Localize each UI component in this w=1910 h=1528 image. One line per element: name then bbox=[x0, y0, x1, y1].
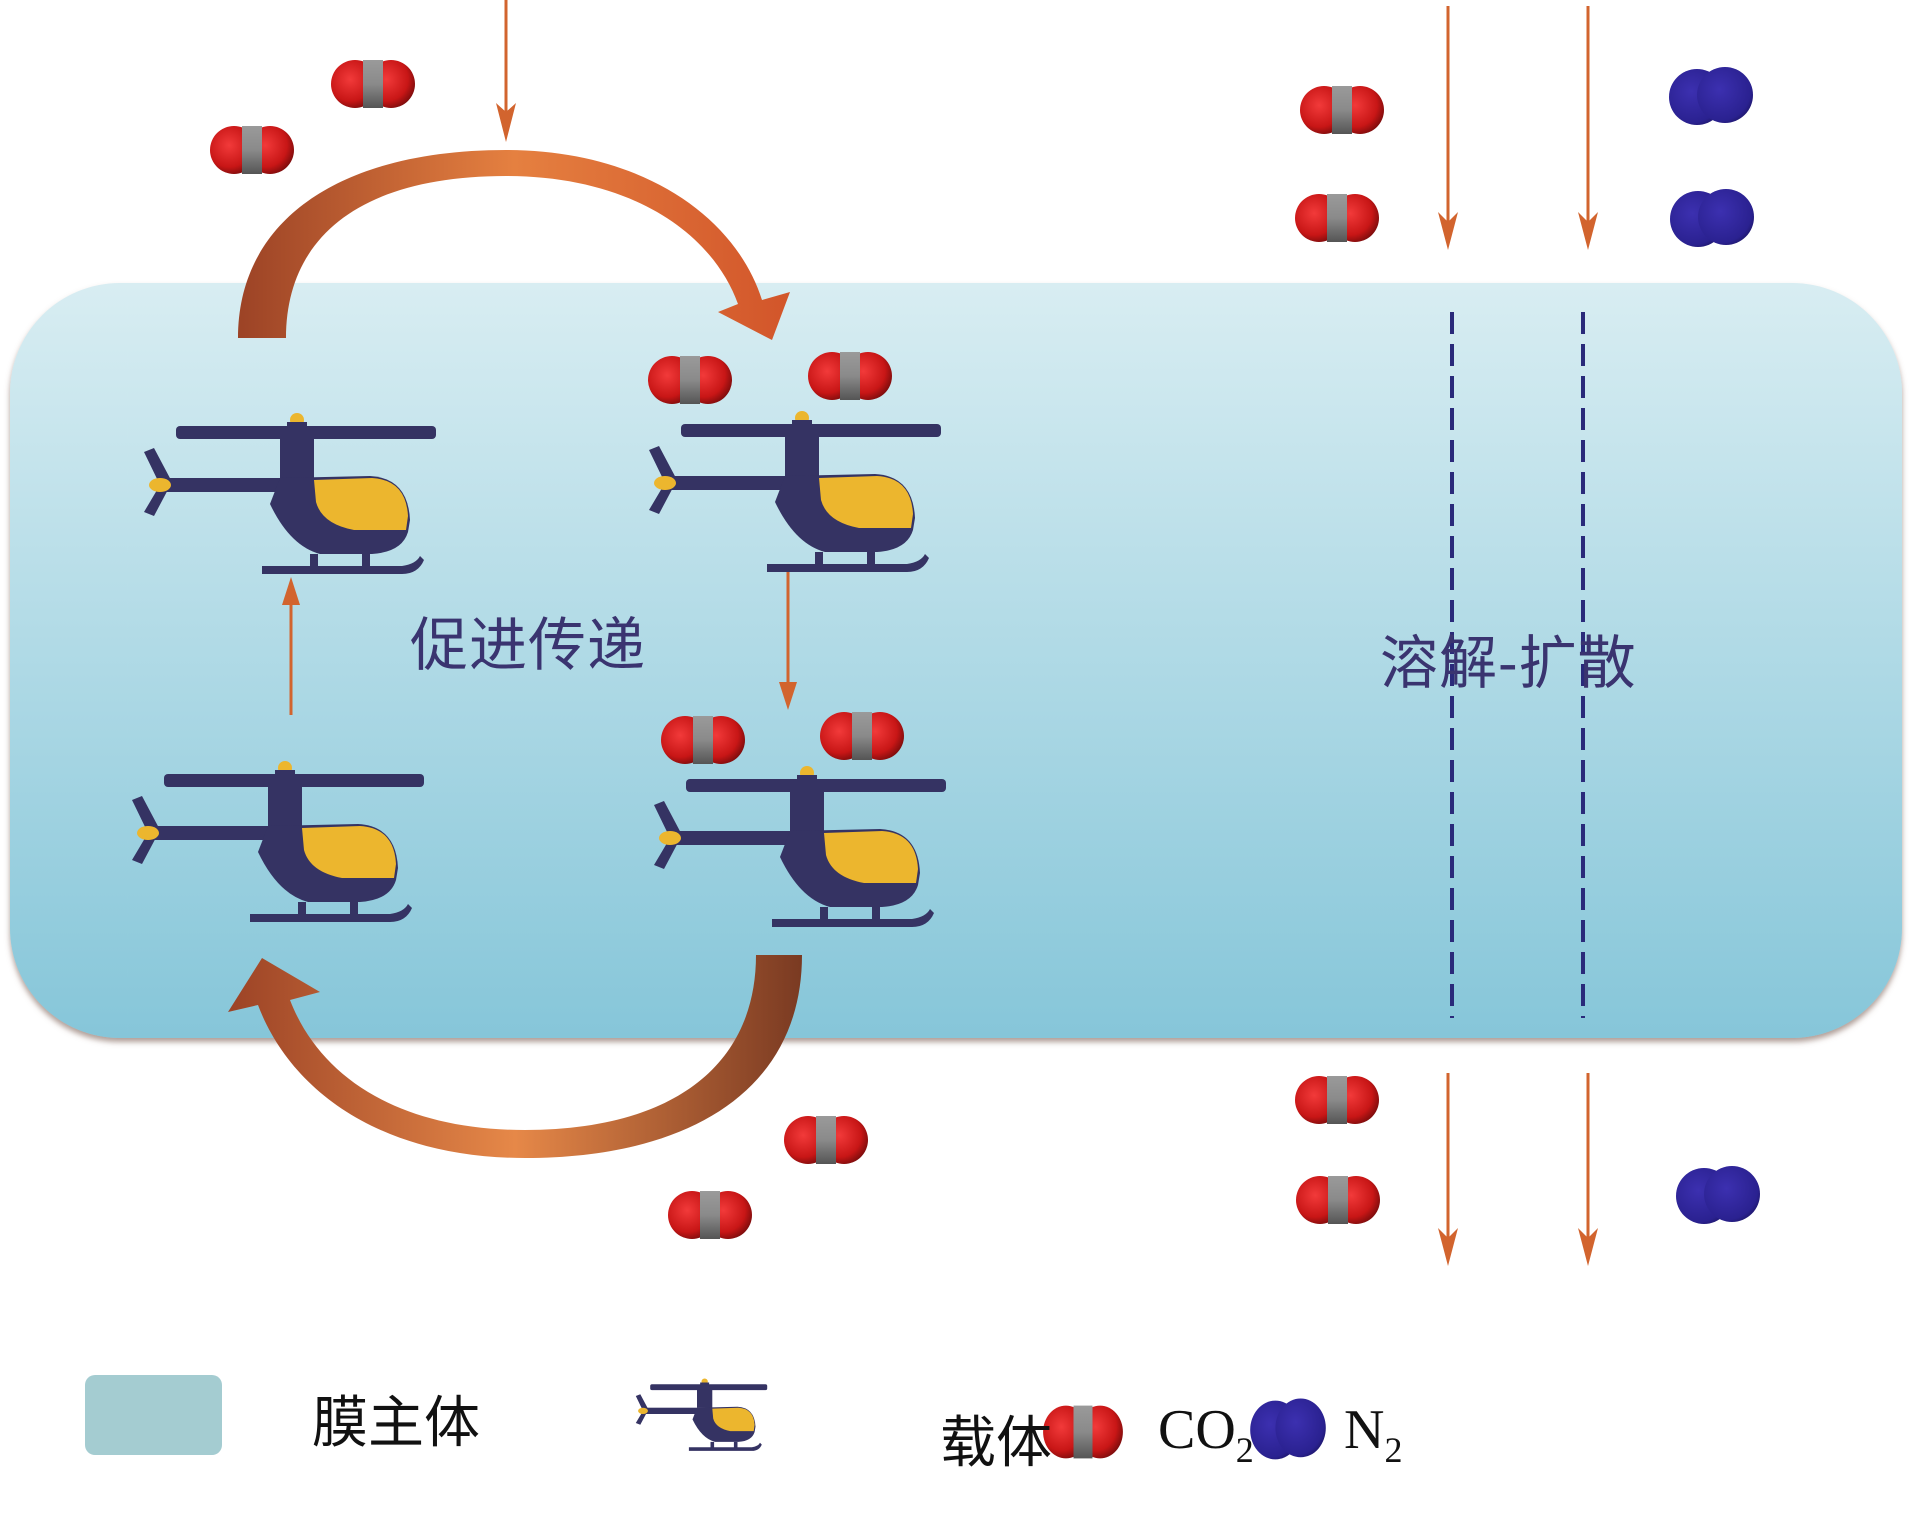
legend-helicopter-icon bbox=[635, 1378, 768, 1451]
cycle-arc-bottom bbox=[228, 955, 802, 1158]
n2-molecule-icon bbox=[1670, 189, 1754, 247]
feed-arrow-n2 bbox=[1578, 6, 1598, 250]
legend-co2-label: CO2 bbox=[1158, 1398, 1254, 1471]
co2-molecule-icon bbox=[1295, 1076, 1379, 1124]
arrow-down-right bbox=[779, 570, 797, 710]
legend-n2-label: N2 bbox=[1344, 1398, 1402, 1471]
n2-subscript: 2 bbox=[1384, 1430, 1403, 1470]
co2-molecule-icon bbox=[210, 126, 294, 174]
permeate-arrow-n2 bbox=[1578, 1073, 1598, 1266]
co2-molecule-icon bbox=[661, 716, 745, 764]
n2-formula: N bbox=[1344, 1399, 1385, 1461]
co2-subscript: 2 bbox=[1235, 1430, 1254, 1470]
co2-molecule-icon bbox=[820, 712, 904, 760]
co2-molecule-icon bbox=[668, 1191, 752, 1239]
solution-diffusion-label: 溶解-扩散 bbox=[1380, 629, 1637, 697]
n2-molecule-icon bbox=[1669, 67, 1753, 125]
legend-carrier-label: 载体 bbox=[940, 1411, 1052, 1476]
co2-molecule-icon bbox=[1295, 194, 1379, 242]
co2-formula: CO bbox=[1158, 1399, 1236, 1461]
co2-molecule-icon bbox=[331, 60, 415, 108]
co2-molecule-icon bbox=[784, 1116, 868, 1164]
n2-molecule-icon bbox=[1676, 1166, 1760, 1224]
co2-molecule-icon bbox=[1296, 1176, 1380, 1224]
co2-molecule-icon bbox=[648, 356, 732, 404]
legend-membrane-label: 膜主体 bbox=[312, 1391, 480, 1456]
legend-membrane-swatch bbox=[85, 1375, 222, 1455]
feed-arrow-co2 bbox=[1438, 6, 1458, 250]
legend-co2-icon bbox=[1043, 1405, 1123, 1459]
cycle-arc-top bbox=[238, 150, 790, 340]
membrane-body bbox=[10, 283, 1902, 1038]
co2-molecule-icon bbox=[1300, 86, 1384, 134]
facilitated-transport-label: 促进传递 bbox=[410, 611, 647, 679]
co2-molecule-icon bbox=[808, 352, 892, 400]
permeate-arrow-co2 bbox=[1438, 1073, 1458, 1266]
arrow-up-left bbox=[282, 577, 300, 715]
legend-n2-icon bbox=[1250, 1398, 1326, 1460]
feed-arrow-facilitated bbox=[496, 0, 516, 142]
